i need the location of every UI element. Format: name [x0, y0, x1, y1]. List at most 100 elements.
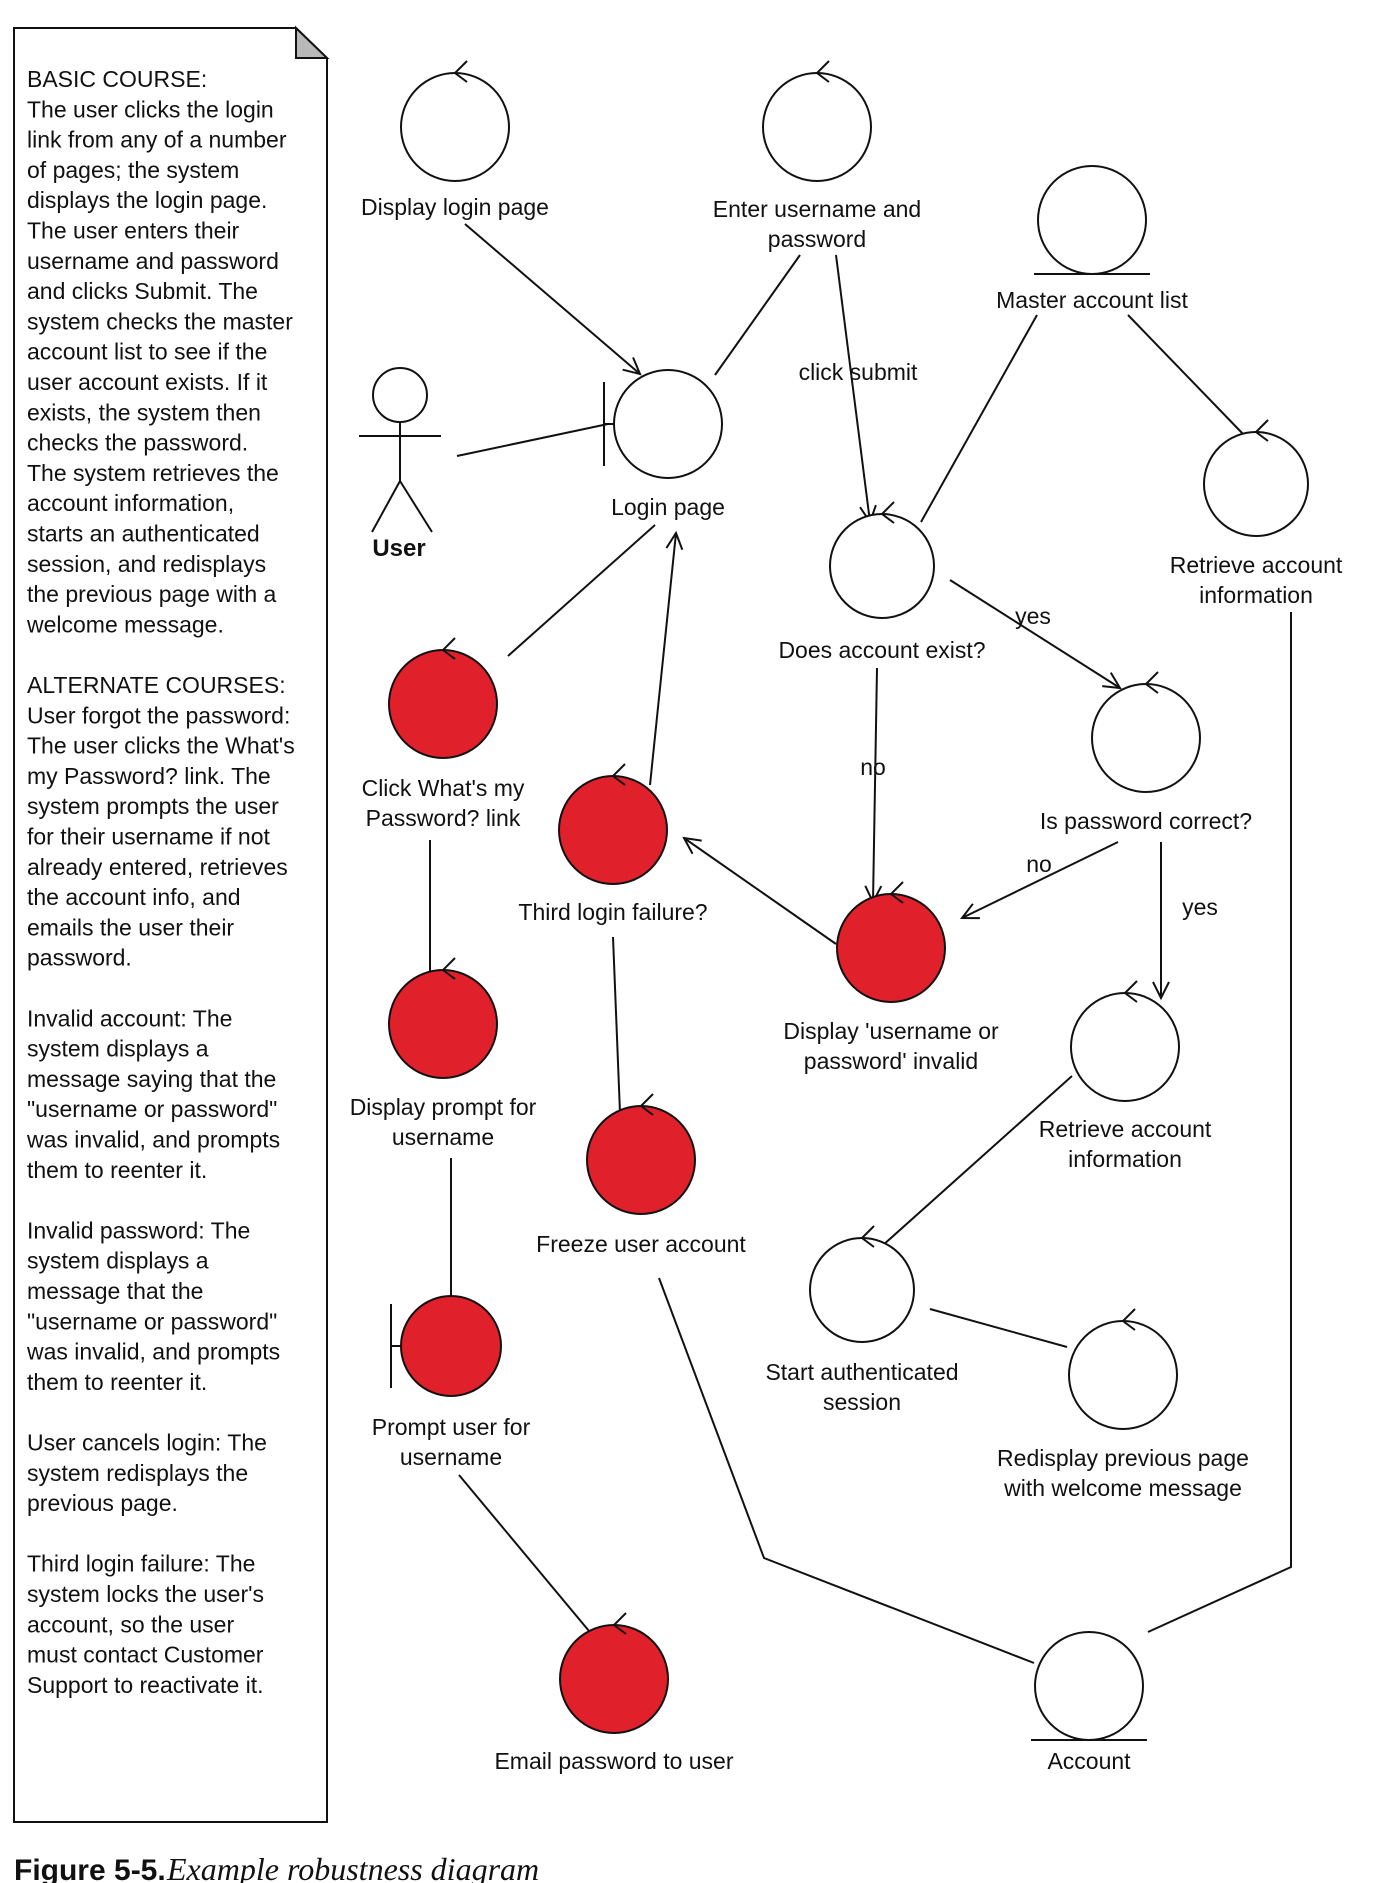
- note-line: message saying that the: [27, 1066, 276, 1092]
- use-case-note-border: [13, 27, 328, 1823]
- edge-login-page-to-enter-username: [714, 254, 801, 376]
- freeze-user-account-controller-icon: [586, 1093, 696, 1215]
- note-line: message that the: [27, 1278, 203, 1304]
- edge-display-invalid-to-third-failure: [684, 838, 837, 945]
- note-line: checks the password.: [27, 430, 248, 456]
- retrieve-account-info-1-controller-icon: [1203, 419, 1309, 537]
- redisplay-previous-page-controller-icon: [1068, 1308, 1178, 1430]
- note-line: Support to reactivate it.: [27, 1672, 264, 1698]
- edge-label-yes-account-exists: yes: [1015, 603, 1051, 629]
- note-line: User forgot the password:: [27, 702, 290, 728]
- note-line: password.: [27, 945, 132, 971]
- user-actor-icon: [359, 367, 441, 533]
- display-invalid-label: Display 'username or: [783, 1018, 999, 1044]
- note-line: "username or password": [27, 1096, 277, 1122]
- note-line: the account info, and: [27, 884, 241, 910]
- freeze-user-account-label: Freeze user account: [536, 1231, 746, 1257]
- note-line: The user enters their: [27, 218, 240, 244]
- note-line: Invalid account: The: [27, 1005, 232, 1031]
- note-line: account list to see if the: [27, 339, 267, 365]
- note-line: already entered, retrieves: [27, 854, 288, 880]
- note-line: User cancels login: The: [27, 1430, 267, 1456]
- prompt-user-username-boundary-icon: [390, 1295, 502, 1397]
- note-line: welcome message.: [26, 611, 224, 637]
- note-line: "username or password": [27, 1308, 277, 1334]
- third-login-failure-controller-icon: [558, 763, 668, 885]
- retrieve-account-info-2-label: information: [1068, 1146, 1182, 1172]
- note-line: The user clicks the login: [27, 96, 274, 122]
- retrieve-account-info-2-controller-icon: [1070, 980, 1180, 1102]
- click-whats-my-password-controller-icon: [388, 637, 498, 759]
- edge-start-session-to-redisplay: [929, 1308, 1068, 1348]
- is-password-correct-label: Is password correct?: [1040, 808, 1252, 834]
- note-line: system prompts the user: [27, 793, 279, 819]
- retrieve-account-info-2-label: Retrieve account: [1039, 1116, 1212, 1142]
- note-line: account, so the user: [27, 1611, 234, 1637]
- enter-username-password-controller-icon: [762, 60, 872, 182]
- note-line: system displays a: [27, 1248, 209, 1274]
- edge-prompt-user-to-email-password: [458, 1474, 595, 1638]
- note-line: ALTERNATE COURSES:: [27, 672, 286, 698]
- login-page-label: Login page: [611, 494, 725, 520]
- start-authenticated-session-label: Start authenticated: [765, 1359, 958, 1385]
- edge-retrieve-info-2-to-start-session: [881, 1075, 1073, 1247]
- note-line: exists, the system then: [27, 399, 261, 425]
- note-line: The system retrieves the: [27, 460, 279, 486]
- login-page-boundary-icon: [603, 369, 723, 479]
- node-label-layer: Display login page Enter username and pass…: [350, 194, 1343, 1774]
- email-password-label: Email password to user: [494, 1748, 733, 1774]
- edge-master-list-to-does-account-exist: [920, 314, 1038, 523]
- redisplay-previous-page-label: Redisplay previous page: [997, 1445, 1249, 1471]
- note-line: Invalid password: The: [27, 1217, 250, 1243]
- email-password-controller-icon: [559, 1612, 669, 1734]
- retrieve-account-info-1-label: Retrieve account: [1170, 552, 1343, 578]
- edge-freeze-to-account: [658, 1277, 1035, 1664]
- note-line: system checks the master: [27, 308, 293, 334]
- note-line: starts an authenticated: [27, 521, 260, 547]
- edge-display-login-to-login-page: [464, 223, 640, 374]
- user-actor-label: User: [372, 535, 425, 562]
- note-line: Third login failure: The: [27, 1551, 255, 1577]
- account-label: Account: [1047, 1748, 1131, 1774]
- edge-label-no-account: no: [860, 754, 886, 780]
- start-authenticated-session-controller-icon: [809, 1225, 915, 1343]
- note-line: BASIC COURSE:: [27, 66, 207, 92]
- click-whats-my-password-label: Click What's my: [362, 775, 525, 801]
- edge-user-to-login-page: [456, 423, 609, 457]
- edge-enter-username-to-does-account-exist: [835, 254, 870, 522]
- display-invalid-label: password' invalid: [804, 1048, 978, 1074]
- account-entity-icon: [1031, 1631, 1147, 1741]
- display-prompt-username-controller-icon: [388, 957, 498, 1079]
- note-line: account information,: [27, 490, 234, 516]
- does-account-exist-label: Does account exist?: [778, 637, 985, 663]
- note-line: for their username if not: [27, 824, 271, 850]
- enter-username-password-label: password: [768, 226, 866, 252]
- retrieve-account-info-1-label: information: [1199, 582, 1313, 608]
- edge-third-failure-to-freeze: [612, 936, 621, 1114]
- note-line: system locks the user's: [27, 1581, 264, 1607]
- note-line: link from any of a number: [27, 127, 287, 153]
- note-line: username and password: [27, 248, 279, 274]
- edge-retrieve-info-1-to-account: [1147, 612, 1292, 1633]
- enter-username-password-label: Enter username and: [713, 196, 921, 222]
- note-line: them to reenter it.: [27, 1157, 207, 1183]
- display-login-page-controller-icon: [400, 60, 510, 182]
- note-text-block: BASIC COURSE: The user clicks the login li…: [26, 66, 295, 1698]
- note-line: and clicks Submit. The: [27, 278, 258, 304]
- note-line: session, and redisplays: [27, 551, 266, 577]
- edge-login-page-to-click-whats-my-password: [507, 524, 656, 657]
- note-line: the previous page with a: [27, 581, 277, 607]
- note-line: system redisplays the: [27, 1460, 248, 1486]
- edge-master-list-to-retrieve-info-1: [1127, 314, 1245, 436]
- click-whats-my-password-label: Password? link: [366, 805, 521, 831]
- display-login-page-label: Display login page: [361, 194, 549, 220]
- note-line: of pages; the system: [27, 157, 239, 183]
- note-line: user account exists. If it: [27, 369, 268, 395]
- note-line: them to reenter it.: [27, 1369, 207, 1395]
- note-line: displays the login page.: [27, 187, 267, 213]
